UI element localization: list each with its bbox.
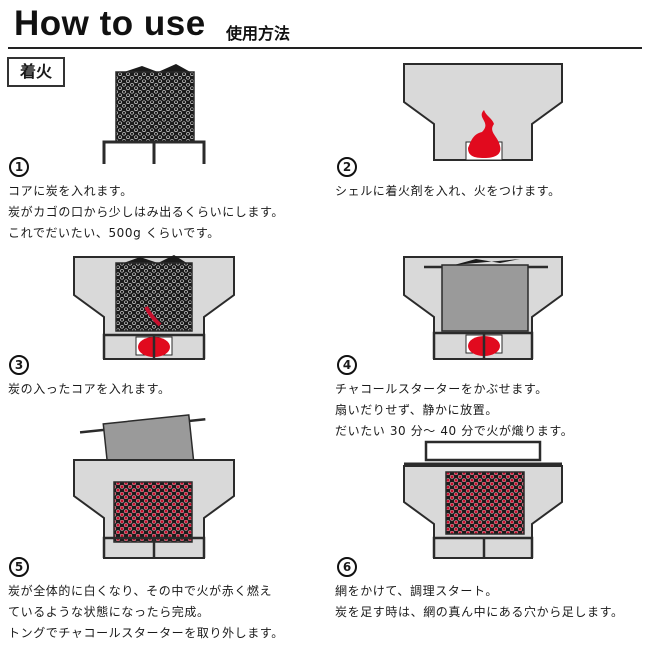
- step-number-2: 2: [337, 157, 357, 177]
- step6-illustration: [403, 440, 563, 559]
- step-number-1: 1: [9, 157, 29, 177]
- grill-grate-illustration: [404, 440, 562, 466]
- step-5-line-2: ているような状態になったら完成。: [8, 605, 210, 619]
- step-1-text: コアに炭を入れます。 炭がカゴの口から少しはみ出るくらいにします。 これでだいた…: [8, 181, 284, 244]
- step-5-text: 炭が全体的に白くなり、その中で火が赤く燃え ているような状態になったら完成。 ト…: [8, 581, 284, 644]
- step-3-line-1: 炭の入ったコアを入れます。: [8, 382, 171, 396]
- step-number-4: 4: [337, 355, 357, 375]
- step-4-line-1: チャコールスターターをかぶせます。: [335, 382, 548, 396]
- page-title: How to use: [14, 4, 206, 43]
- charcoal-starter-illustration: [424, 259, 548, 332]
- step4-illustration: [403, 256, 563, 360]
- step-1-line-1: コアに炭を入れます。: [8, 184, 133, 198]
- step-6-line-1: 網をかけて、調理スタート。: [335, 584, 498, 598]
- step-5-line-3: トングでチャコールスターターを取り外します。: [8, 626, 284, 640]
- page-subtitle: 使用方法: [226, 24, 291, 43]
- step-5-line-1: 炭が全体的に白くなり、その中で火が赤く燃え: [8, 584, 273, 598]
- charcoal-core-illustration: [102, 64, 206, 164]
- step2-illustration: [403, 63, 563, 161]
- step-1-line-3: これでだいたい、500g くらいです。: [8, 226, 220, 240]
- step-4-line-3: だいたい 30 分～ 40 分で火が熾ります。: [335, 424, 574, 438]
- step1-illustration: [102, 64, 206, 164]
- step5-illustration: [73, 414, 235, 559]
- step-3-text: 炭の入ったコアを入れます。: [8, 379, 171, 400]
- section-label: 着火: [7, 57, 65, 87]
- step-number-6: 6: [337, 557, 357, 577]
- step-4-text: チャコールスターターをかぶせます。 扇いだりせず、静かに放置。 だいたい 30 …: [335, 379, 573, 442]
- step-number-3: 3: [9, 355, 29, 375]
- flame-icon: [468, 110, 501, 158]
- step-number-5: 5: [9, 557, 29, 577]
- step-6-text: 網をかけて、調理スタート。 炭を足す時は、網の真ん中にある穴から足します。: [335, 581, 624, 623]
- step3-illustration: [73, 255, 235, 360]
- step-4-line-2: 扇いだりせず、静かに放置。: [335, 403, 498, 417]
- step-1-line-2: 炭がカゴの口から少しはみ出るくらいにします。: [8, 205, 285, 219]
- step-6-line-2: 炭を足す時は、網の真ん中にある穴から足します。: [335, 605, 624, 619]
- step-2-line-1: シェルに着火剤を入れ、火をつけます。: [335, 184, 561, 198]
- step-2-text: シェルに着火剤を入れ、火をつけます。: [335, 181, 561, 202]
- title-divider: [8, 47, 642, 49]
